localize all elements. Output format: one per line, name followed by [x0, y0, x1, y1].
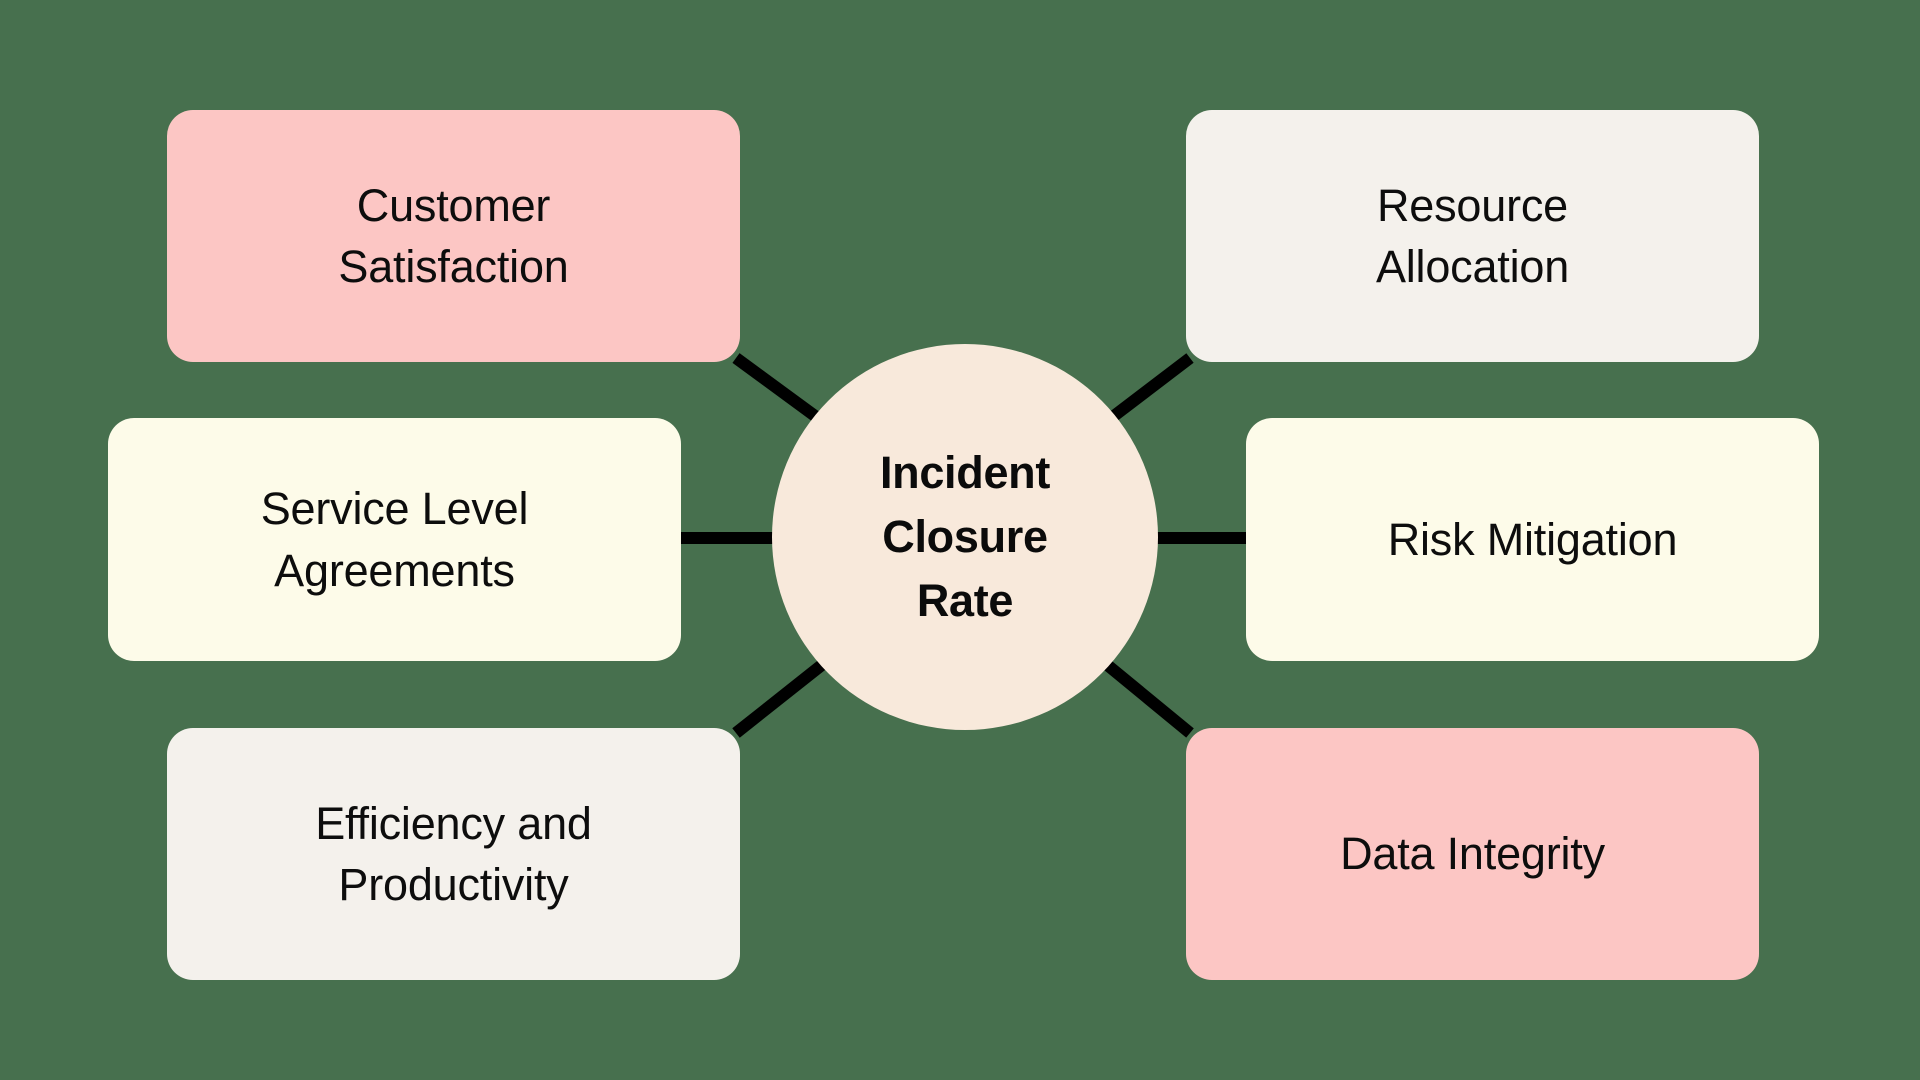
node-label-resource-allocation: Resource Allocation [1375, 179, 1570, 292]
node-label-data-integrity: Data Integrity [1340, 828, 1605, 880]
node-resource-allocation[interactable]: Resource Allocation [1186, 110, 1759, 362]
node-label-risk-mitigation: Risk Mitigation [1387, 513, 1678, 565]
node-label-efficiency-productivity: Efficiency and Productivity [315, 797, 592, 910]
center-node-incident-closure-rate[interactable]: Incident Closure Rate [772, 344, 1158, 730]
node-data-integrity[interactable]: Data Integrity [1186, 728, 1759, 980]
center-node-label: Incident Closure Rate [879, 447, 1051, 626]
node-customer-satisfaction[interactable]: Customer Satisfaction [167, 110, 740, 362]
node-label-service-level-agreements: Service Level Agreements [260, 483, 529, 596]
node-label-customer-satisfaction: Customer Satisfaction [338, 179, 569, 292]
node-service-level-agreements[interactable]: Service Level Agreements [108, 418, 681, 661]
node-efficiency-productivity[interactable]: Efficiency and Productivity [167, 728, 740, 980]
node-risk-mitigation[interactable]: Risk Mitigation [1246, 418, 1819, 661]
